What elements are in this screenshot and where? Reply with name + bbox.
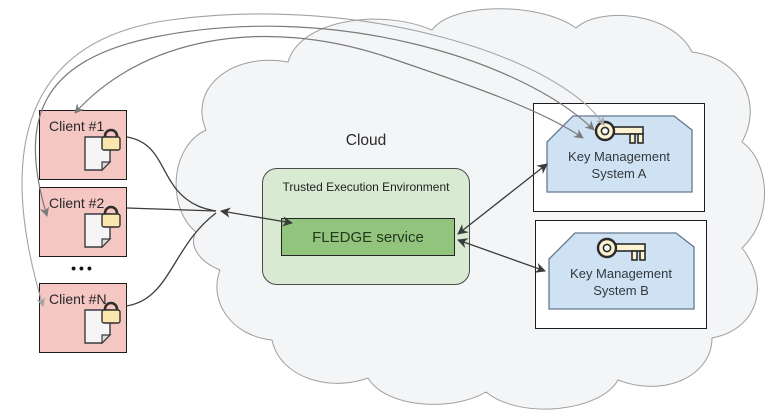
clients-ellipsis: ••• [71,260,95,276]
cloud-label: Cloud [345,132,387,149]
kms-a-label: Key Management System A [546,148,692,182]
key-icon [594,120,644,144]
lock-body-icon [101,309,121,324]
kms-b-label: Key Management System B [548,265,694,299]
lock-body-icon [101,136,121,151]
encrypted-document-icon [81,298,123,351]
kms-a-label-line1: Key Management [568,149,670,164]
kms-a-label-line2: System A [591,166,647,181]
tee-label: Trusted Execution Environment [282,180,450,194]
fledge-service-box: FLEDGE service [281,218,455,256]
kms-a-box: Key Management System A [533,103,705,212]
kms-b-box: Key Management System B [535,220,707,329]
key-icon [596,237,646,261]
lock-body-icon [101,213,121,228]
encrypted-document-icon [81,202,123,255]
client-2-box: Client #2 [39,187,127,257]
kms-b-label-line2: System B [593,283,649,298]
fledge-service-label: FLEDGE service [312,228,424,246]
encrypted-document-icon [81,125,123,178]
client-n-box: Client #N [39,283,127,353]
kms-b-label-line1: Key Management [570,266,672,281]
client-1-box: Client #1 [39,110,127,180]
